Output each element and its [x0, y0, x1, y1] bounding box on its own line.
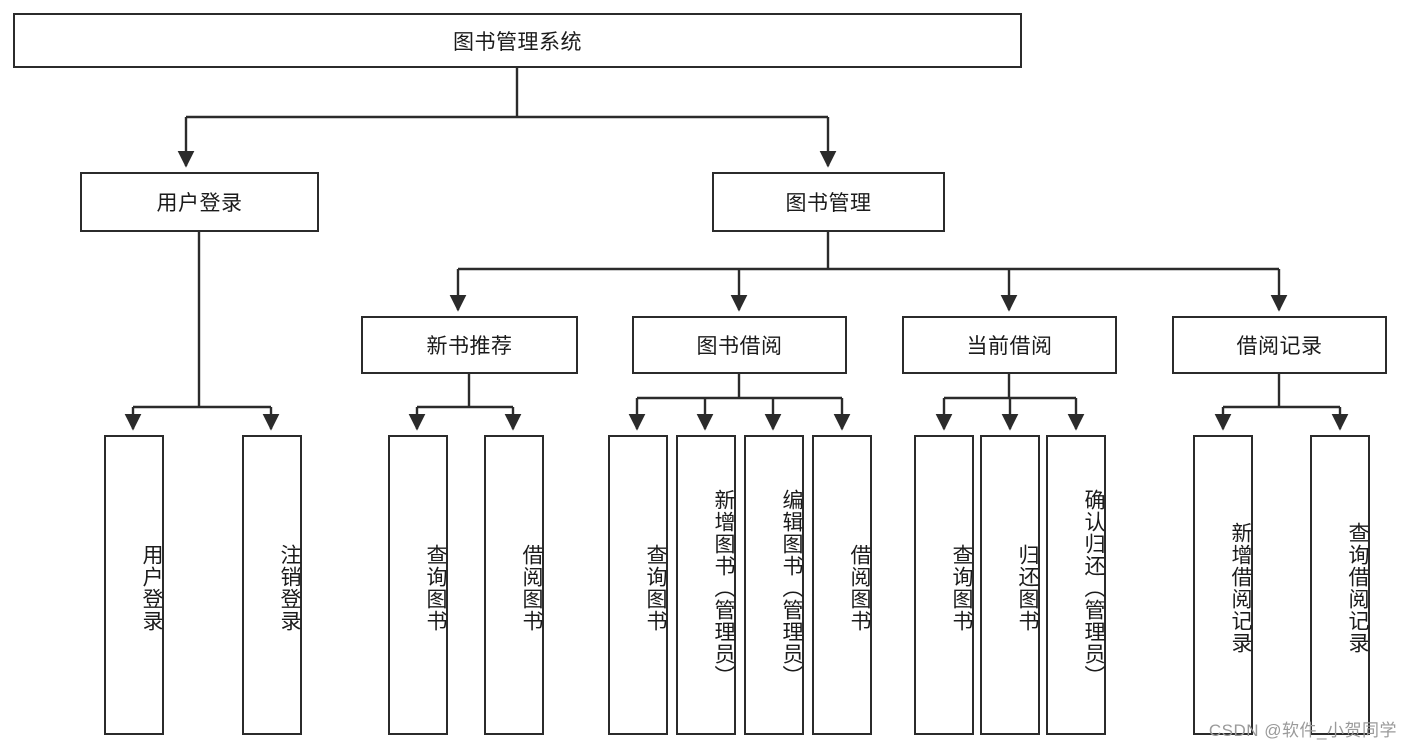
- node-label: 新书推荐: [426, 335, 513, 358]
- leaf-current-borrow-confirm-return[interactable]: 确认归还（管理员）: [1046, 435, 1106, 735]
- node-label: 新增借阅记录: [1229, 522, 1252, 654]
- node-label: 借阅记录: [1236, 335, 1323, 358]
- leaf-new-book-query[interactable]: 查询图书: [388, 435, 448, 735]
- leaf-current-borrow-return[interactable]: 归还图书: [980, 435, 1040, 735]
- node-label: 用户登录: [140, 544, 163, 632]
- csdn-watermark: CSDN @软件_小贺同学: [1208, 721, 1397, 740]
- node-label: 查询图书: [950, 544, 973, 632]
- node-label: 用户登录: [156, 192, 243, 215]
- node-label: 查询借阅记录: [1346, 522, 1369, 654]
- node-book-management[interactable]: 图书管理: [712, 172, 945, 232]
- leaf-book-borrow-borrow[interactable]: 借阅图书: [812, 435, 872, 735]
- node-new-book-recommend[interactable]: 新书推荐: [361, 316, 578, 374]
- node-label: 编辑图书（管理员）: [780, 489, 803, 687]
- node-label: 查询图书: [644, 544, 667, 632]
- node-current-borrow[interactable]: 当前借阅: [902, 316, 1117, 374]
- leaf-book-borrow-edit[interactable]: 编辑图书（管理员）: [744, 435, 804, 735]
- node-borrow-records[interactable]: 借阅记录: [1172, 316, 1387, 374]
- node-label: 借阅图书: [520, 544, 543, 632]
- node-root-library-management-system[interactable]: 图书管理系统: [13, 13, 1022, 68]
- node-label: 新增图书（管理员）: [712, 489, 735, 687]
- leaf-new-book-borrow[interactable]: 借阅图书: [484, 435, 544, 735]
- node-label: 图书管理系统: [453, 30, 582, 54]
- node-user-login[interactable]: 用户登录: [80, 172, 319, 232]
- leaf-borrow-records-query[interactable]: 查询借阅记录: [1310, 435, 1370, 735]
- leaf-user-login-logout[interactable]: 注销登录: [242, 435, 302, 735]
- node-label: 当前借阅: [966, 335, 1053, 358]
- leaf-user-login-login[interactable]: 用户登录: [104, 435, 164, 735]
- node-label: 确认归还（管理员）: [1082, 489, 1105, 687]
- node-label: 借阅图书: [848, 544, 871, 632]
- node-label: 注销登录: [278, 544, 301, 632]
- node-label: 图书管理: [785, 192, 872, 215]
- leaf-book-borrow-query[interactable]: 查询图书: [608, 435, 668, 735]
- leaf-borrow-records-add[interactable]: 新增借阅记录: [1193, 435, 1253, 735]
- leaf-book-borrow-add[interactable]: 新增图书（管理员）: [676, 435, 736, 735]
- node-label: 查询图书: [424, 544, 447, 632]
- node-book-borrow[interactable]: 图书借阅: [632, 316, 847, 374]
- node-label: 归还图书: [1016, 544, 1039, 632]
- leaf-current-borrow-query[interactable]: 查询图书: [914, 435, 974, 735]
- node-label: 图书借阅: [696, 335, 783, 358]
